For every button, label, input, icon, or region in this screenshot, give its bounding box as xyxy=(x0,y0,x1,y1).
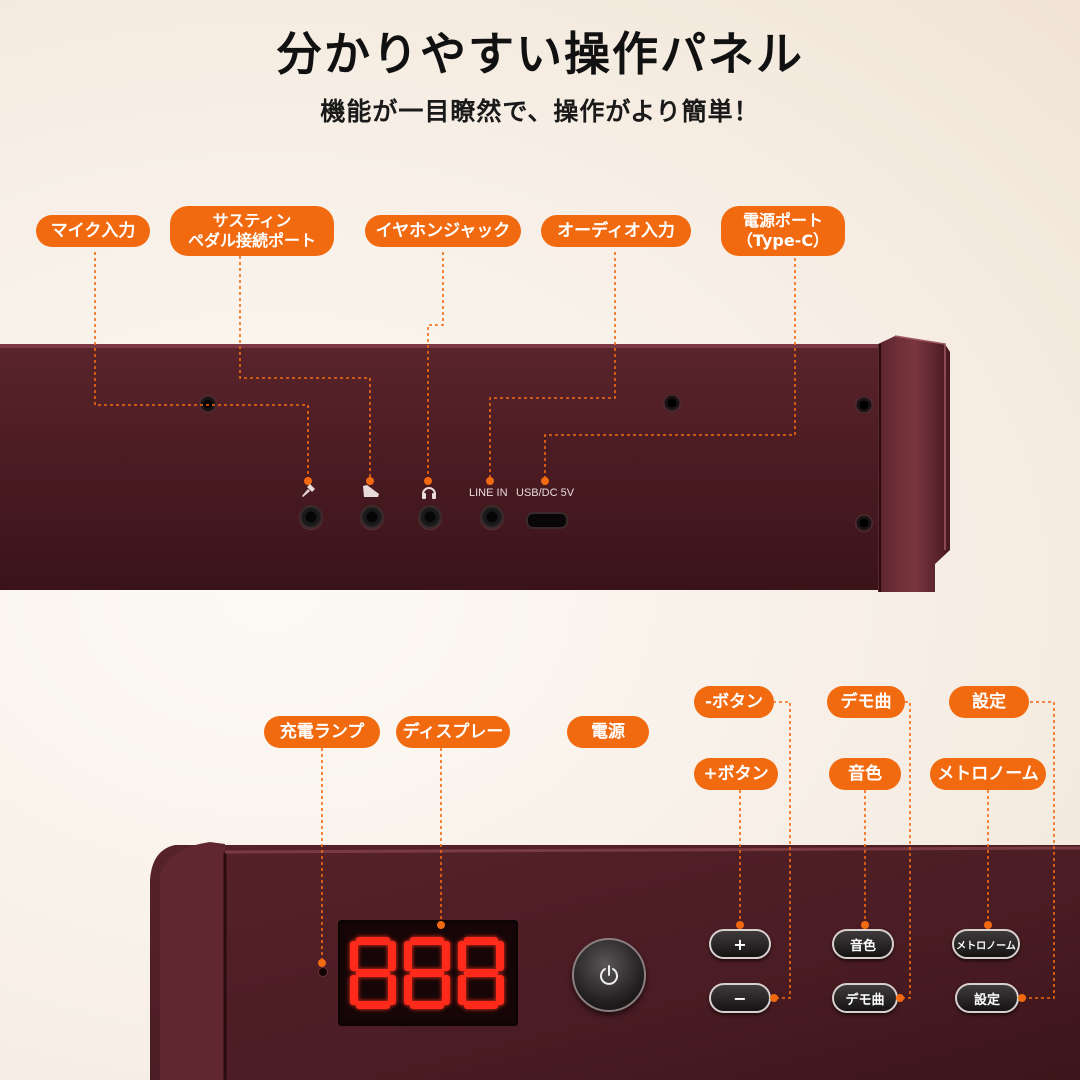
pedal-jack xyxy=(360,505,384,529)
usb-c-port xyxy=(526,512,568,529)
label-power: 電源 xyxy=(567,716,649,748)
headphone-jack xyxy=(418,505,442,529)
settings-button[interactable]: 設定 xyxy=(955,983,1019,1013)
power-icon xyxy=(600,965,618,985)
label-settings: 設定 xyxy=(949,686,1029,718)
page-subtitle: 機能が一目瞭然で、操作がより簡単！ xyxy=(320,97,760,126)
screw xyxy=(855,514,873,532)
label-power-port: 電源ポート（Type-C） xyxy=(721,206,845,256)
display-segment xyxy=(388,975,396,1005)
display-segment xyxy=(388,941,396,971)
display-segment xyxy=(404,941,412,971)
minus-button[interactable]: − xyxy=(709,983,771,1013)
screw xyxy=(855,396,873,414)
screw xyxy=(199,395,217,413)
screw xyxy=(663,394,681,412)
display-segment xyxy=(464,1001,498,1009)
label-mic-input: マイク入力 xyxy=(36,215,150,247)
label-plus-button: +ボタン xyxy=(694,758,778,790)
display-segment xyxy=(356,969,390,977)
display-segment xyxy=(496,975,504,1005)
display-segment xyxy=(442,975,450,1005)
leader-dot xyxy=(896,994,904,1002)
display-segment xyxy=(350,941,358,971)
label-demo: デモ曲 xyxy=(827,686,905,718)
leader-dot xyxy=(318,959,326,967)
display-digit xyxy=(350,937,396,1009)
charge-lamp xyxy=(318,967,328,977)
display-segment xyxy=(356,937,390,945)
mic-icon xyxy=(302,484,315,497)
display-segment xyxy=(464,969,498,977)
leader-dot xyxy=(984,921,992,929)
label-tone: 音色 xyxy=(829,758,901,790)
top-leader-lines xyxy=(94,252,796,480)
label-charge-lamp: 充電ランプ xyxy=(264,716,380,748)
line-in-jack xyxy=(480,505,504,529)
label-headphone-jack: イヤホンジャック xyxy=(365,215,521,247)
display-segment xyxy=(404,975,412,1005)
display-digit xyxy=(404,937,450,1009)
leader-dot xyxy=(736,921,744,929)
usb-label: USB/DC 5V xyxy=(516,487,575,499)
display-digits xyxy=(350,937,510,1009)
display-digit xyxy=(458,937,504,1009)
page-title: 分かりやすい操作パネル xyxy=(276,27,804,81)
label-display: ディスプレー xyxy=(396,716,510,748)
demo-button[interactable]: デモ曲 xyxy=(832,983,898,1013)
display-segment xyxy=(458,975,466,1005)
leader-dot xyxy=(541,477,549,485)
power-button[interactable] xyxy=(572,938,646,1012)
display-segment xyxy=(350,975,358,1005)
leader-dot xyxy=(1018,994,1026,1002)
leader-dot xyxy=(486,477,494,485)
line-in-label: LINE IN xyxy=(469,487,508,499)
leader-dot xyxy=(861,921,869,929)
display-segment xyxy=(496,941,504,971)
headphone-icon xyxy=(422,487,436,499)
pedal-icon xyxy=(363,485,379,497)
leader-dot xyxy=(770,994,778,1002)
display-segment xyxy=(442,941,450,971)
mic-jack xyxy=(299,505,323,529)
leader-dot xyxy=(304,477,312,485)
label-metronome: メトロノーム xyxy=(930,758,1046,790)
plus-button[interactable]: + xyxy=(709,929,771,959)
label-minus-button: -ボタン xyxy=(694,686,774,718)
leader-dot xyxy=(366,477,374,485)
label-audio-input: オーディオ入力 xyxy=(541,215,691,247)
metronome-button[interactable]: メトロノーム xyxy=(952,929,1020,959)
tone-button[interactable]: 音色 xyxy=(832,929,894,959)
display-segment xyxy=(356,1001,390,1009)
display-segment xyxy=(410,969,444,977)
display-segment xyxy=(464,937,498,945)
leader-dot xyxy=(437,921,445,929)
display-segment xyxy=(458,941,466,971)
display-segment xyxy=(410,1001,444,1009)
label-sustain-pedal-port: サスティンペダル接続ポート xyxy=(170,206,334,256)
side-panel xyxy=(0,335,950,592)
display-segment xyxy=(410,937,444,945)
leader-dot xyxy=(424,477,432,485)
